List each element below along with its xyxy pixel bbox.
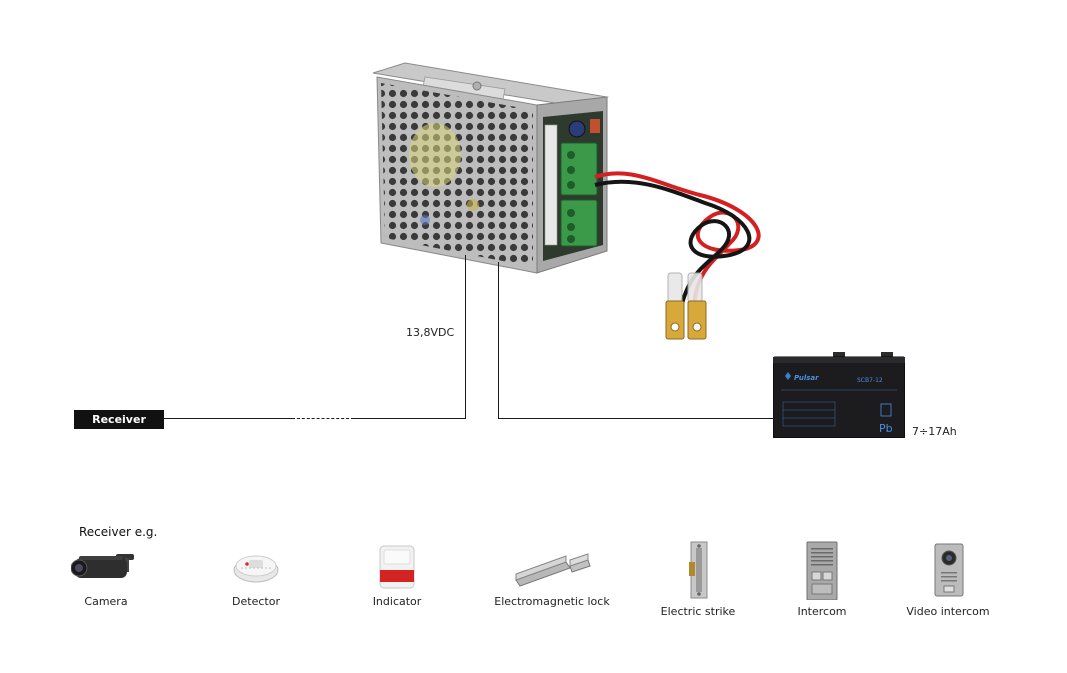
device-caption: Electromagnetic lock [494, 595, 610, 608]
indicator-icon [379, 545, 415, 589]
battery-wire-horizontal [498, 418, 775, 419]
battery-model: SCB7-12 [857, 377, 883, 384]
device-caption: Camera [84, 595, 128, 608]
device-video-intercom: Video intercom [888, 540, 1008, 620]
device-caption: Electric strike [660, 605, 736, 618]
device-indicator: Indicator [337, 540, 457, 610]
electromagnetic-lock-icon [515, 553, 591, 587]
battery: Pulsar SCB7-12 Pb [773, 352, 905, 438]
device-electromagnetic-lock: Electromagnetic lock [492, 540, 612, 610]
electric-strike-icon [689, 541, 708, 599]
battery-cables [594, 171, 761, 340]
output-wire-vertical-left [465, 255, 466, 419]
device-caption: Detector [232, 595, 280, 608]
device-detector: Detector [196, 540, 316, 610]
intercom-icon [806, 541, 838, 600]
video-intercom-icon [934, 543, 964, 597]
battery-wire-vertical [498, 262, 499, 419]
battery-recycle-mark: Pb [879, 422, 893, 435]
output-wire-horizontal-mid [354, 418, 466, 419]
device-caption: Intercom [797, 605, 847, 618]
receiver-box: Receiver [74, 410, 164, 429]
device-camera: Camera [46, 540, 166, 610]
device-caption: Video intercom [906, 605, 990, 618]
battery-brand: Pulsar [794, 374, 819, 382]
detector-icon [233, 555, 279, 583]
output-wire-dashed-segment [292, 418, 354, 419]
output-wire-horizontal-left [164, 418, 292, 419]
receiver-examples-heading: Receiver e.g. [79, 525, 158, 539]
device-intercom: Intercom [762, 540, 882, 620]
device-electric-strike: Electric strike [638, 540, 758, 620]
battery-capacity-label: 7÷17Ah [912, 425, 957, 438]
device-caption: Indicator [372, 595, 422, 608]
voltage-label: 13,8VDC [406, 326, 455, 339]
power-supply-unit [372, 62, 609, 274]
camera-icon [71, 554, 134, 578]
